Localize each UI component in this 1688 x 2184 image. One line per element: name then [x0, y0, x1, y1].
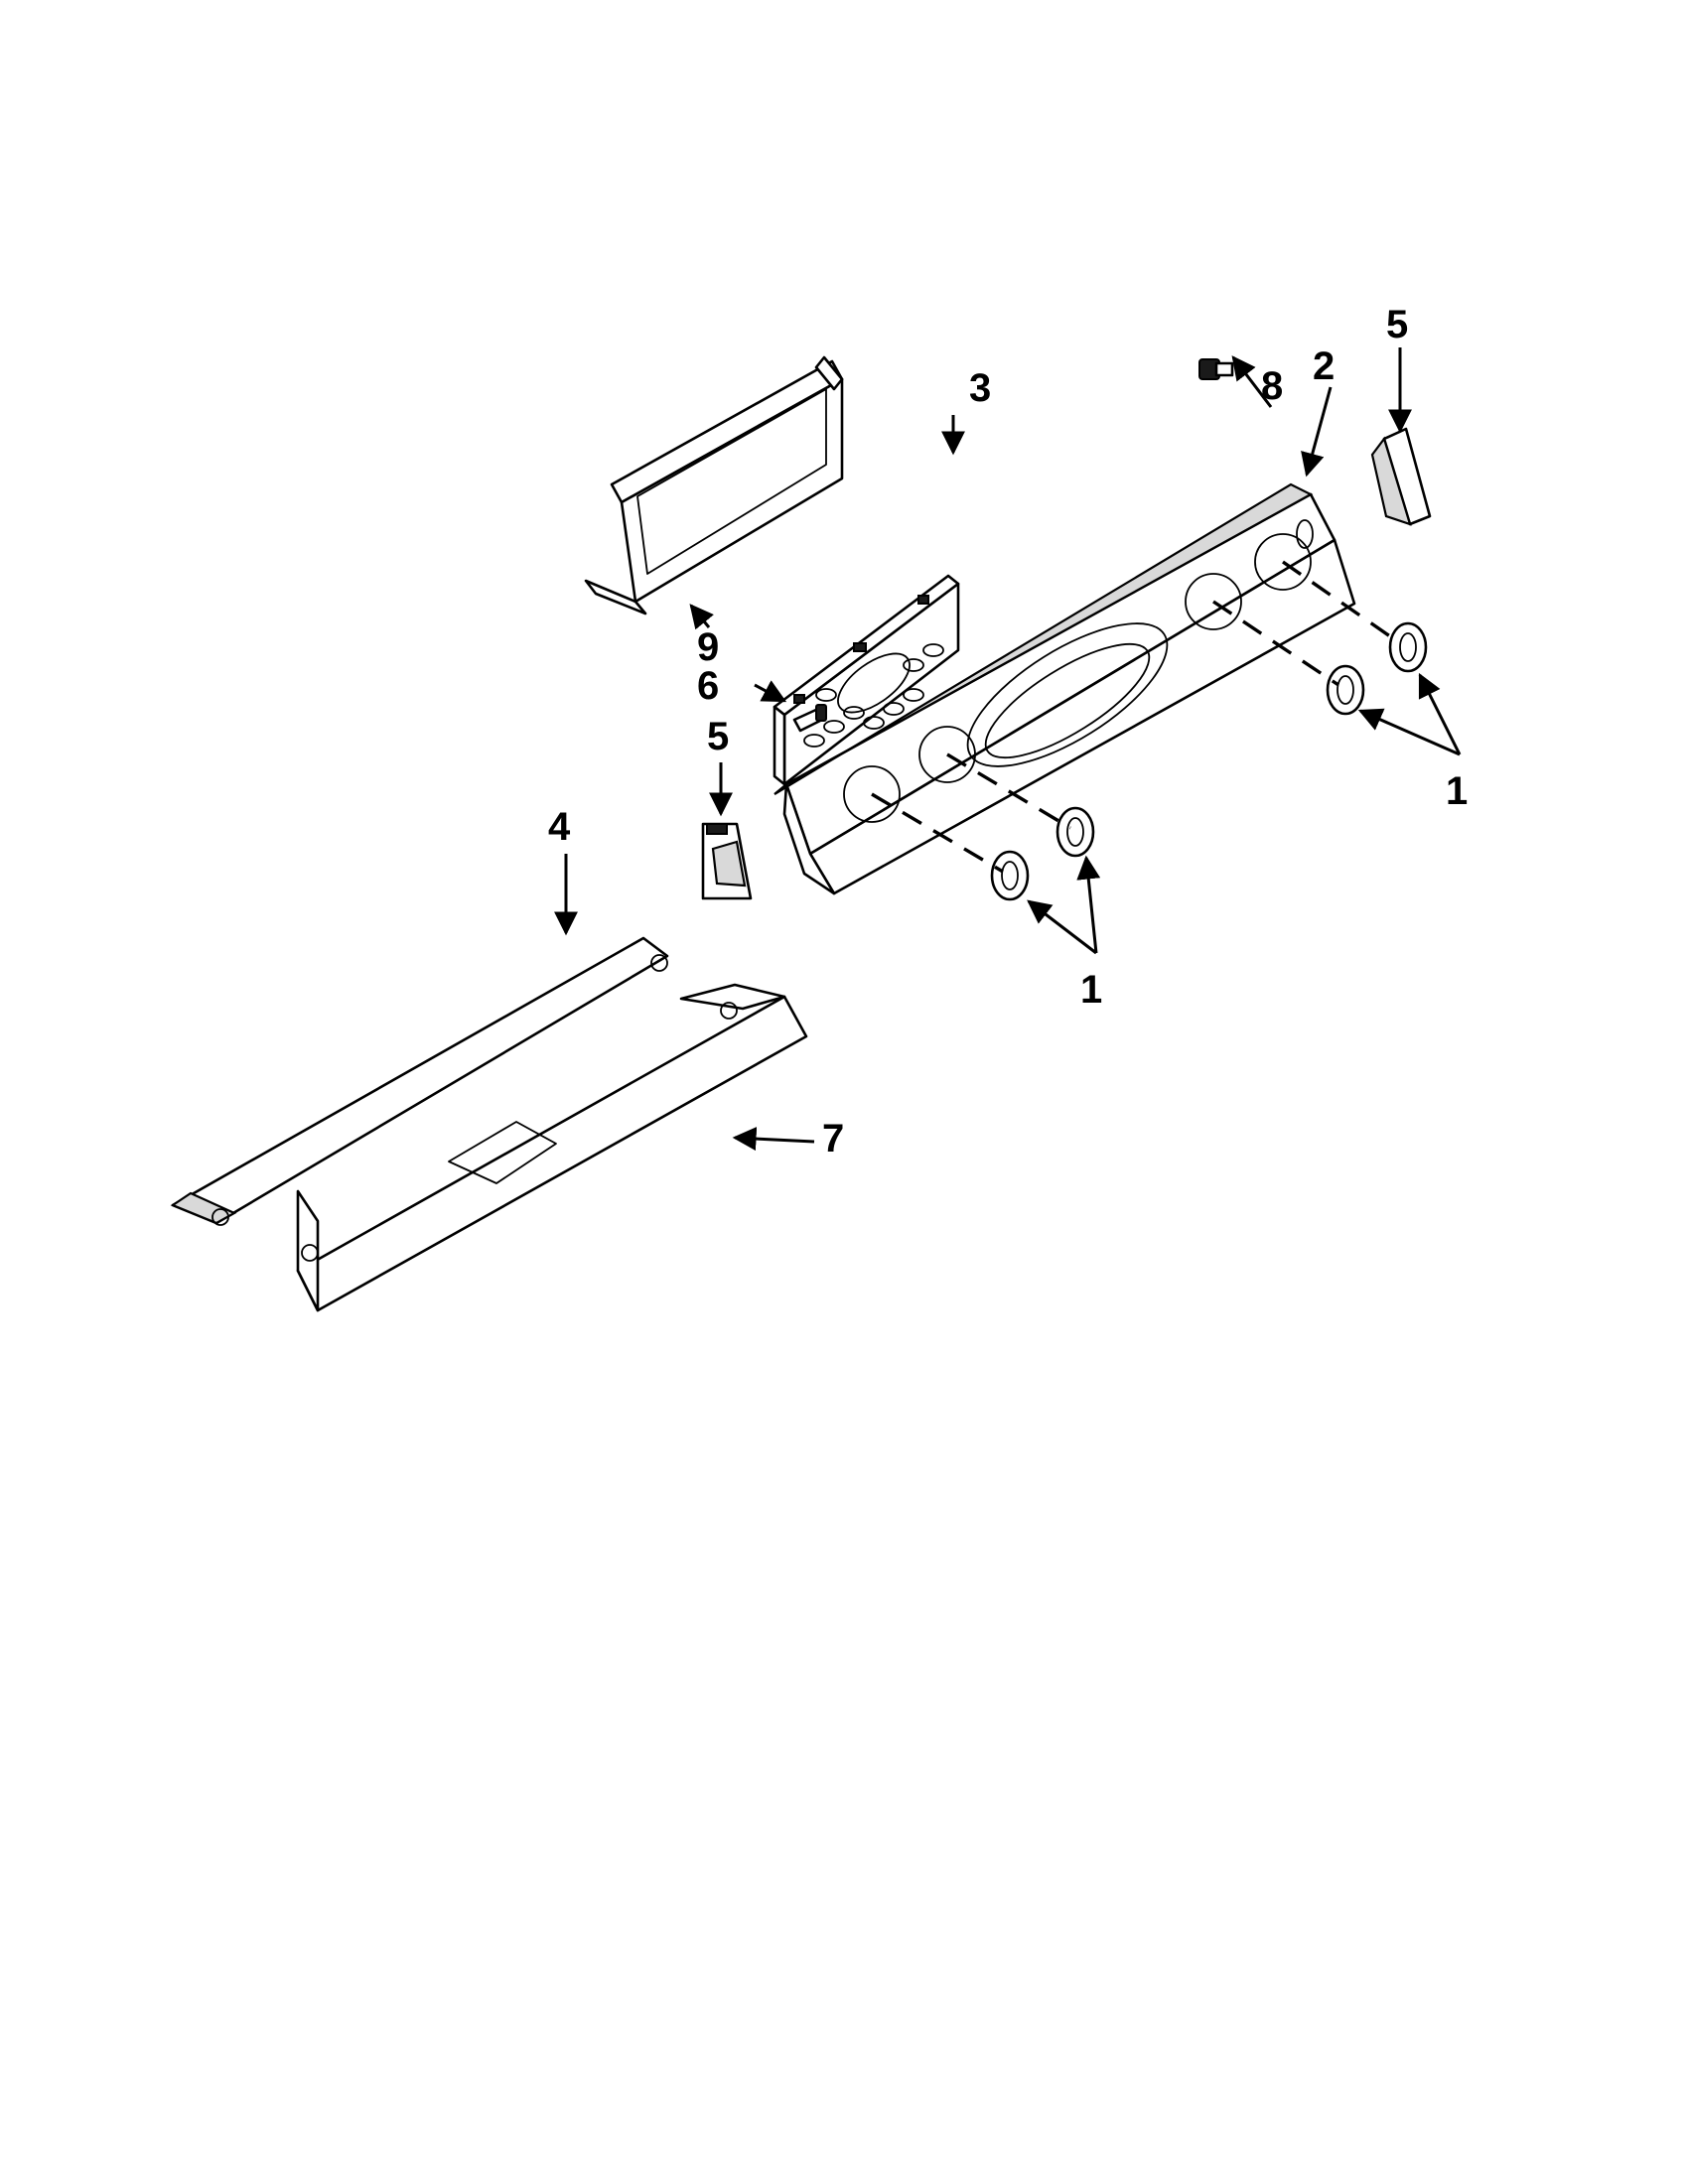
part-5-end-cap-right — [1370, 427, 1432, 526]
part-2-console-panel — [774, 482, 1356, 895]
callout-3: 3 — [969, 366, 991, 410]
part-5-end-cap-left — [701, 822, 753, 900]
callout-5-left: 5 — [707, 715, 729, 758]
part-6-screw — [792, 704, 827, 733]
knob-upper-left — [1326, 664, 1365, 716]
callout-2: 2 — [1313, 344, 1335, 388]
callout-labels: 5 2 8 3 9 6 5 4 7 1 1 — [548, 303, 1468, 1160]
callout-4: 4 — [548, 805, 571, 849]
callout-7: 7 — [822, 1117, 844, 1160]
callout-1-left: 1 — [1080, 968, 1102, 1012]
part-1-knobs — [990, 621, 1428, 901]
knob-lower-left — [990, 850, 1030, 901]
callout-9: 9 — [697, 625, 719, 669]
part-3-control-board — [773, 574, 960, 786]
knob-lower-right — [1055, 806, 1095, 858]
part-9-bracket — [584, 355, 844, 615]
callout-leaders — [554, 347, 1462, 1152]
callout-5-right: 5 — [1386, 303, 1408, 346]
knob-upper-right — [1388, 621, 1428, 673]
part-7-bottom-bracket — [296, 983, 808, 1312]
alignment-lines — [871, 560, 1401, 874]
part-4-strip — [170, 936, 669, 1226]
callout-8: 8 — [1261, 364, 1283, 408]
control-board-buttons — [803, 643, 944, 748]
callout-6: 6 — [697, 664, 719, 708]
callout-1-right: 1 — [1446, 769, 1468, 813]
part-8-switch — [1198, 358, 1234, 380]
